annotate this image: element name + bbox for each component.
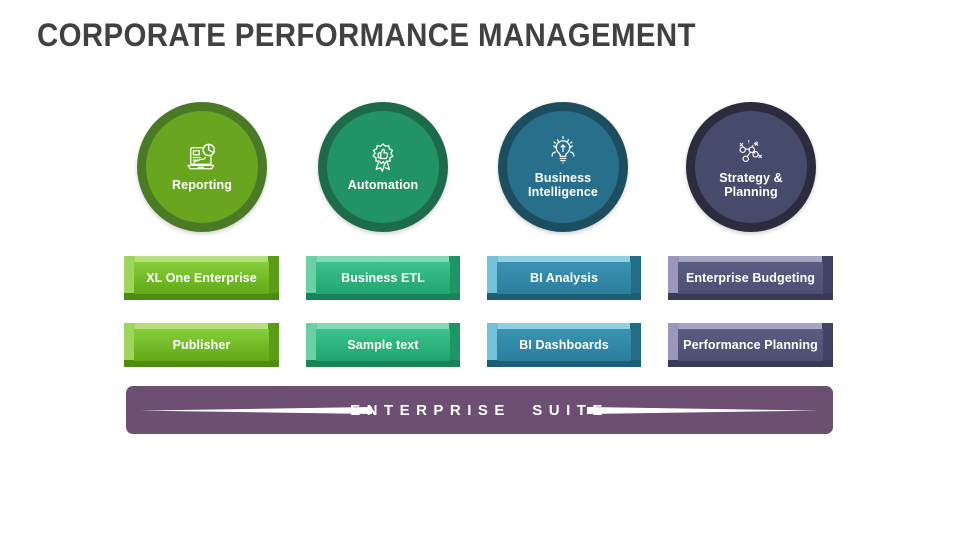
banner-sliver-right (587, 407, 819, 414)
box-bevel-bottom (124, 293, 279, 300)
product-box-performance-planning[interactable]: Performance Planning (668, 323, 833, 367)
box-bevel-left (306, 256, 317, 300)
pillar-circles-row: Reporting Automation (0, 102, 960, 234)
box-bevel-right (630, 323, 641, 367)
box-bevel-right (268, 323, 279, 367)
product-box-sample-text[interactable]: Sample text (306, 323, 460, 367)
box-bevel-left (487, 323, 498, 367)
box-label: BI Analysis (529, 271, 599, 285)
box-face: BI Dashboards (497, 329, 631, 361)
box-label: Enterprise Budgeting (685, 271, 816, 285)
box-bevel-top (306, 256, 460, 263)
product-box-bi-analysis[interactable]: BI Analysis (487, 256, 641, 300)
pillar-circle-automation[interactable]: Automation (318, 102, 448, 232)
lightbulb-idea-icon (545, 135, 581, 169)
box-face: Performance Planning (678, 329, 823, 361)
box-face: BI Analysis (497, 262, 631, 294)
box-bevel-bottom (306, 360, 460, 367)
box-bevel-right (268, 256, 279, 300)
box-label: Sample text (347, 338, 419, 352)
award-badge-thumbs-up-icon (365, 142, 401, 176)
box-label: Business ETL (341, 271, 425, 285)
box-bevel-top (124, 323, 279, 330)
banner-label: ENTERPRISE SUITE (350, 401, 609, 419)
enterprise-suite-banner[interactable]: ENTERPRISE SUITE (126, 386, 833, 434)
box-bevel-bottom (487, 360, 641, 367)
box-bevel-left (668, 256, 679, 300)
box-bevel-bottom (668, 360, 833, 367)
pillar-label: Business Intelligence (528, 171, 598, 199)
box-bevel-top (306, 323, 460, 330)
pillar-label: Reporting (172, 178, 232, 192)
product-box-enterprise-budgeting[interactable]: Enterprise Budgeting (668, 256, 833, 300)
box-bevel-right (822, 323, 833, 367)
pillar-label: Automation (347, 178, 419, 192)
box-bevel-bottom (306, 293, 460, 300)
box-face: XL One Enterprise (134, 262, 269, 294)
box-bevel-top (668, 323, 833, 330)
box-label: Publisher (172, 338, 231, 352)
box-bevel-right (822, 256, 833, 300)
box-face: Sample text (316, 329, 450, 361)
box-label: BI Dashboards (519, 338, 609, 352)
product-box-xl-one-enterprise[interactable]: XL One Enterprise (124, 256, 279, 300)
box-bevel-right (449, 323, 460, 367)
box-label: Performance Planning (683, 338, 818, 352)
banner-sliver-left (140, 407, 372, 414)
box-bevel-bottom (668, 293, 833, 300)
box-bevel-left (124, 323, 135, 367)
box-label: XL One Enterprise (146, 271, 257, 285)
box-bevel-bottom (487, 293, 641, 300)
box-face: Enterprise Budgeting (678, 262, 823, 294)
box-bevel-top (487, 323, 641, 330)
box-bevel-left (487, 256, 498, 300)
pillar-circle-reporting[interactable]: Reporting (137, 102, 267, 232)
box-bevel-right (630, 256, 641, 300)
strategy-playbook-icon (733, 135, 769, 169)
box-bevel-top (124, 256, 279, 263)
laptop-chart-icon (184, 142, 220, 176)
pillar-circle-business-intelligence[interactable]: Business Intelligence (498, 102, 628, 232)
box-bevel-left (306, 323, 317, 367)
box-face: Publisher (134, 329, 269, 361)
pillar-circle-strategy-planning[interactable]: Strategy & Planning (686, 102, 816, 232)
product-box-business-etl[interactable]: Business ETL (306, 256, 460, 300)
box-bevel-left (668, 323, 679, 367)
box-bevel-bottom (124, 360, 279, 367)
box-bevel-top (668, 256, 833, 263)
pillar-label: Strategy & Planning (719, 171, 783, 199)
product-box-bi-dashboards[interactable]: BI Dashboards (487, 323, 641, 367)
product-box-publisher[interactable]: Publisher (124, 323, 279, 367)
page-title: CORPORATE PERFORMANCE MANAGEMENT (37, 17, 696, 53)
box-bevel-top (487, 256, 641, 263)
box-bevel-left (124, 256, 135, 300)
box-bevel-right (449, 256, 460, 300)
box-face: Business ETL (316, 262, 450, 294)
